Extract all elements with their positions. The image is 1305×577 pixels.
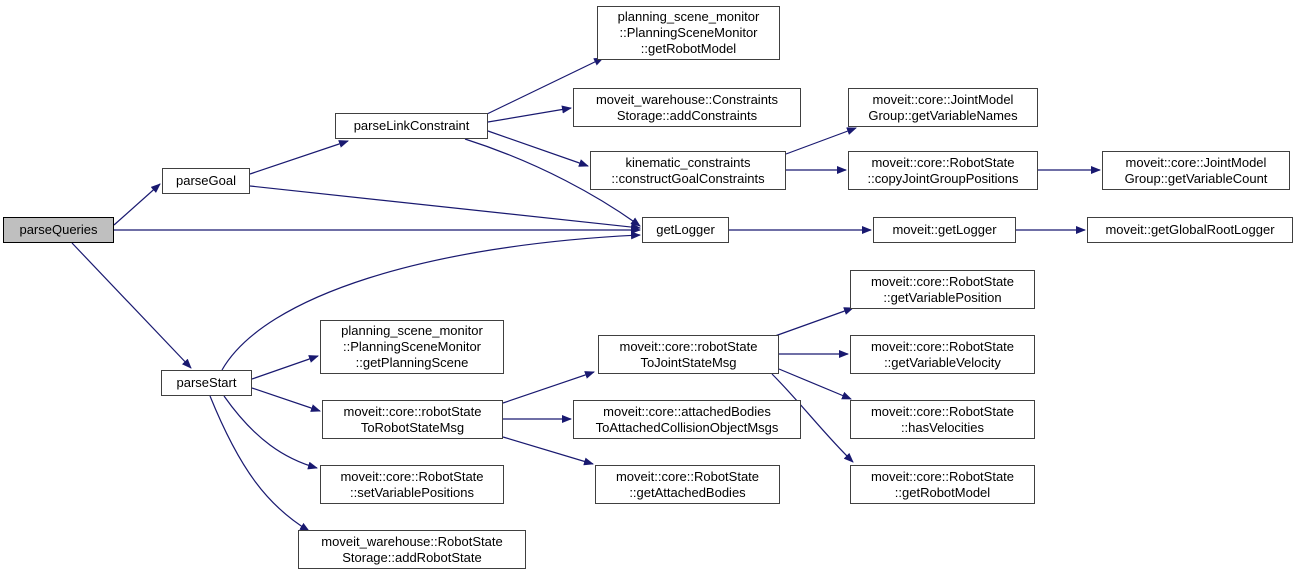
call-edge-parseStart-to-getPlanningScene (251, 355, 319, 380)
graph-node-parseGoal[interactable]: parseGoal (162, 168, 250, 194)
call-edge-parseGoal-to-parseLinkConstraint (249, 140, 349, 175)
graph-node-moveitGetLogger[interactable]: moveit::getLogger (873, 217, 1016, 243)
call-edge-parseLinkConstraint-to-addConstraints (487, 105, 572, 123)
call-edge-parseLinkConstraint-to-psmGetRobotModel (486, 57, 604, 115)
graph-node-parseStart[interactable]: parseStart (161, 370, 252, 396)
call-edge-robotStateToRobotStateMsg-to-robotStateToJointStateMsg (502, 371, 595, 404)
graph-node-robotStateToRobotStateMsg[interactable]: moveit::core::robotState ToRobotStateMsg (322, 400, 503, 439)
call-edge-parseStart-to-addRobotState (209, 395, 310, 532)
call-edge-robotStateToRobotStateMsg-to-getAttachedBodies (502, 436, 594, 466)
graph-node-attachedBodiesToMsgs[interactable]: moveit::core::attachedBodies ToAttachedC… (573, 400, 801, 439)
graph-node-constructGoalConstraints[interactable]: kinematic_constraints ::constructGoalCon… (590, 151, 786, 190)
call-edge-constructGoalConstraints-to-getVariableNames (785, 127, 857, 155)
graph-node-getAttachedBodies[interactable]: moveit::core::RobotState ::getAttachedBo… (595, 465, 780, 504)
call-edge-parseGoal-to-getLogger (249, 185, 641, 232)
graph-node-setVariablePositions[interactable]: moveit::core::RobotState ::setVariablePo… (320, 465, 504, 504)
call-edge-robotStateToJointStateMsg-to-hasVelocities (778, 368, 852, 400)
call-edge-parseStart-to-getLogger (221, 231, 641, 371)
graph-node-robotStateToJointStateMsg[interactable]: moveit::core::robotState ToJointStateMsg (598, 335, 779, 374)
graph-node-parseLinkConstraint[interactable]: parseLinkConstraint (335, 113, 488, 139)
graph-node-rsGetRobotModel[interactable]: moveit::core::RobotState ::getRobotModel (850, 465, 1035, 504)
call-edge-parseQueries-to-parseStart (71, 242, 192, 369)
graph-node-addConstraints[interactable]: moveit_warehouse::Constraints Storage::a… (573, 88, 801, 127)
call-edge-parseStart-to-setVariablePositions (223, 395, 318, 470)
call-edge-parseQueries-to-parseGoal (113, 183, 161, 226)
graph-node-parseQueries: parseQueries (3, 217, 114, 243)
graph-node-hasVelocities[interactable]: moveit::core::RobotState ::hasVelocities (850, 400, 1035, 439)
call-edge-parseLinkConstraint-to-constructGoalConstraints (487, 130, 589, 167)
graph-node-addRobotState[interactable]: moveit_warehouse::RobotState Storage::ad… (298, 530, 526, 569)
call-edge-parseLinkConstraint-to-getLogger (464, 138, 641, 227)
graph-node-copyJointGroupPositions[interactable]: moveit::core::RobotState ::copyJointGrou… (848, 151, 1038, 190)
call-edge-robotStateToJointStateMsg-to-getVariablePosition (774, 307, 854, 337)
graph-node-getVariableCount[interactable]: moveit::core::JointModel Group::getVaria… (1102, 151, 1290, 190)
graph-node-getVariablePosition[interactable]: moveit::core::RobotState ::getVariablePo… (850, 270, 1035, 309)
call-edge-robotStateToJointStateMsg-to-rsGetRobotModel (771, 373, 854, 463)
graph-node-getLogger[interactable]: getLogger (642, 217, 729, 243)
graph-node-getGlobalRootLogger[interactable]: moveit::getGlobalRootLogger (1087, 217, 1293, 243)
graph-node-getVariableVelocity[interactable]: moveit::core::RobotState ::getVariableVe… (850, 335, 1035, 374)
graph-node-getPlanningScene[interactable]: planning_scene_monitor ::PlanningSceneMo… (320, 320, 504, 374)
edges-group (71, 57, 1101, 532)
call-edge-parseStart-to-robotStateToRobotStateMsg (251, 387, 321, 412)
graph-node-getVariableNames[interactable]: moveit::core::JointModel Group::getVaria… (848, 88, 1038, 127)
graph-node-psmGetRobotModel[interactable]: planning_scene_monitor ::PlanningSceneMo… (597, 6, 780, 60)
